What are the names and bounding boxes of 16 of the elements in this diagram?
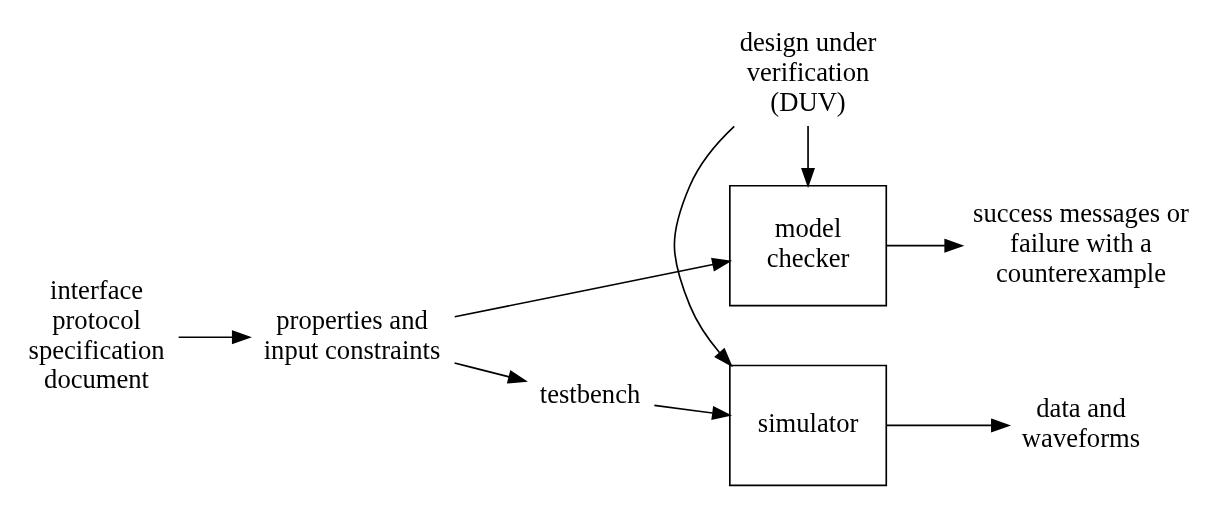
node-text: testbench <box>539 378 641 409</box>
node-box: simulator <box>729 364 888 486</box>
arrow <box>801 124 816 188</box>
arrow <box>673 125 736 367</box>
arrow <box>886 238 965 253</box>
node-box: model checker <box>729 184 888 306</box>
arrow <box>653 404 733 420</box>
arrow <box>886 417 1012 432</box>
arrow <box>453 257 733 318</box>
node-text: interface protocol specification document <box>28 274 165 394</box>
node-text: design under verification (DUV) <box>739 26 877 117</box>
node-text: data and waveforms <box>1021 392 1141 453</box>
arrow <box>177 329 252 344</box>
node-text: properties and input constraints <box>263 304 441 365</box>
arrow <box>453 361 528 384</box>
node-text: success messages or failure with a counterexample <box>973 197 1189 288</box>
